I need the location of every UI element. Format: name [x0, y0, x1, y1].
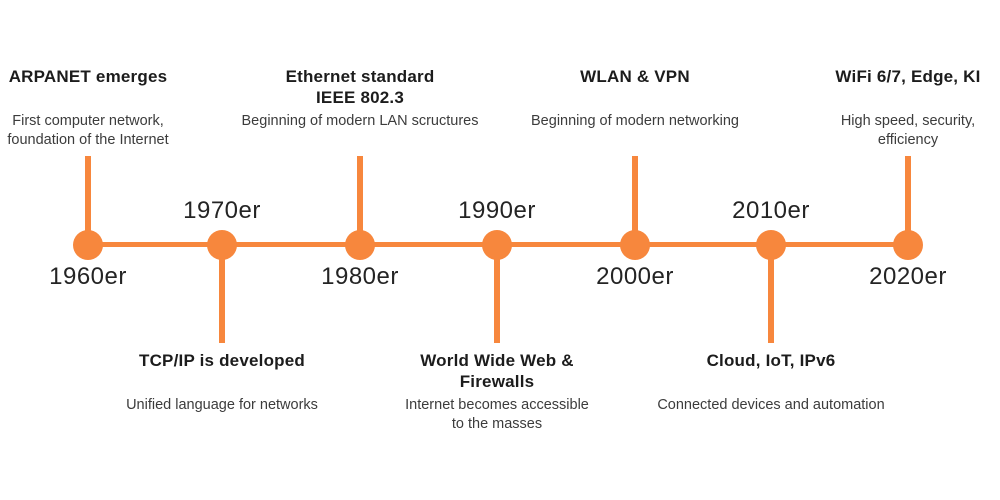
event-title: Ethernet standard IEEE 802.3	[285, 67, 435, 107]
decade-label: 1970er	[183, 197, 261, 224]
event-description: Beginning of modern networking	[531, 113, 739, 129]
decade-label: 1960er	[49, 263, 127, 290]
decade-label: 1990er	[458, 197, 536, 224]
connector-line	[905, 156, 911, 248]
event-description: First computer network, foundation of th…	[7, 113, 169, 148]
event-info: WiFi 6/7, Edge, KI High speed, security,…	[768, 66, 1000, 149]
connector-line	[85, 156, 91, 248]
event-info: Ethernet standard IEEE 802.3 Beginning o…	[220, 66, 500, 131]
event-info: ARPANET emerges First computer network, …	[0, 66, 228, 149]
decade-label: 1980er	[321, 263, 399, 290]
event-description: Connected devices and automation	[657, 397, 885, 413]
event-title: Cloud, IoT, IPv6	[706, 351, 836, 370]
event-title: TCP/IP is developed	[139, 351, 305, 370]
event-description: Internet becomes accessible to the masse…	[405, 397, 589, 432]
event-title: World Wide Web & Firewalls	[420, 351, 574, 391]
connector-line	[768, 245, 774, 343]
timeline-dot	[73, 230, 103, 260]
event-title: WiFi 6/7, Edge, KI	[835, 67, 981, 86]
event-info: World Wide Web & Firewalls Internet beco…	[357, 350, 637, 433]
event-info: Cloud, IoT, IPv6 Connected devices and a…	[631, 350, 911, 415]
decade-label: 2000er	[596, 263, 674, 290]
event-description: High speed, security, efficiency	[840, 113, 976, 148]
timeline-dot	[620, 230, 650, 260]
decade-label: 2020er	[869, 263, 947, 290]
event-title: ARPANET emerges	[8, 67, 168, 86]
timeline-dot	[893, 230, 923, 260]
connector-line	[632, 156, 638, 248]
timeline-dot	[345, 230, 375, 260]
connector-line	[357, 156, 363, 248]
event-title: WLAN & VPN	[580, 67, 690, 86]
event-description: Unified language for networks	[126, 397, 318, 413]
event-info: WLAN & VPN Beginning of modern networkin…	[495, 66, 775, 131]
connector-line	[494, 245, 500, 343]
decade-label: 2010er	[732, 197, 810, 224]
event-description: Beginning of modern LAN scructures	[241, 113, 479, 129]
connector-line	[219, 245, 225, 343]
event-info: TCP/IP is developed Unified language for…	[82, 350, 362, 415]
